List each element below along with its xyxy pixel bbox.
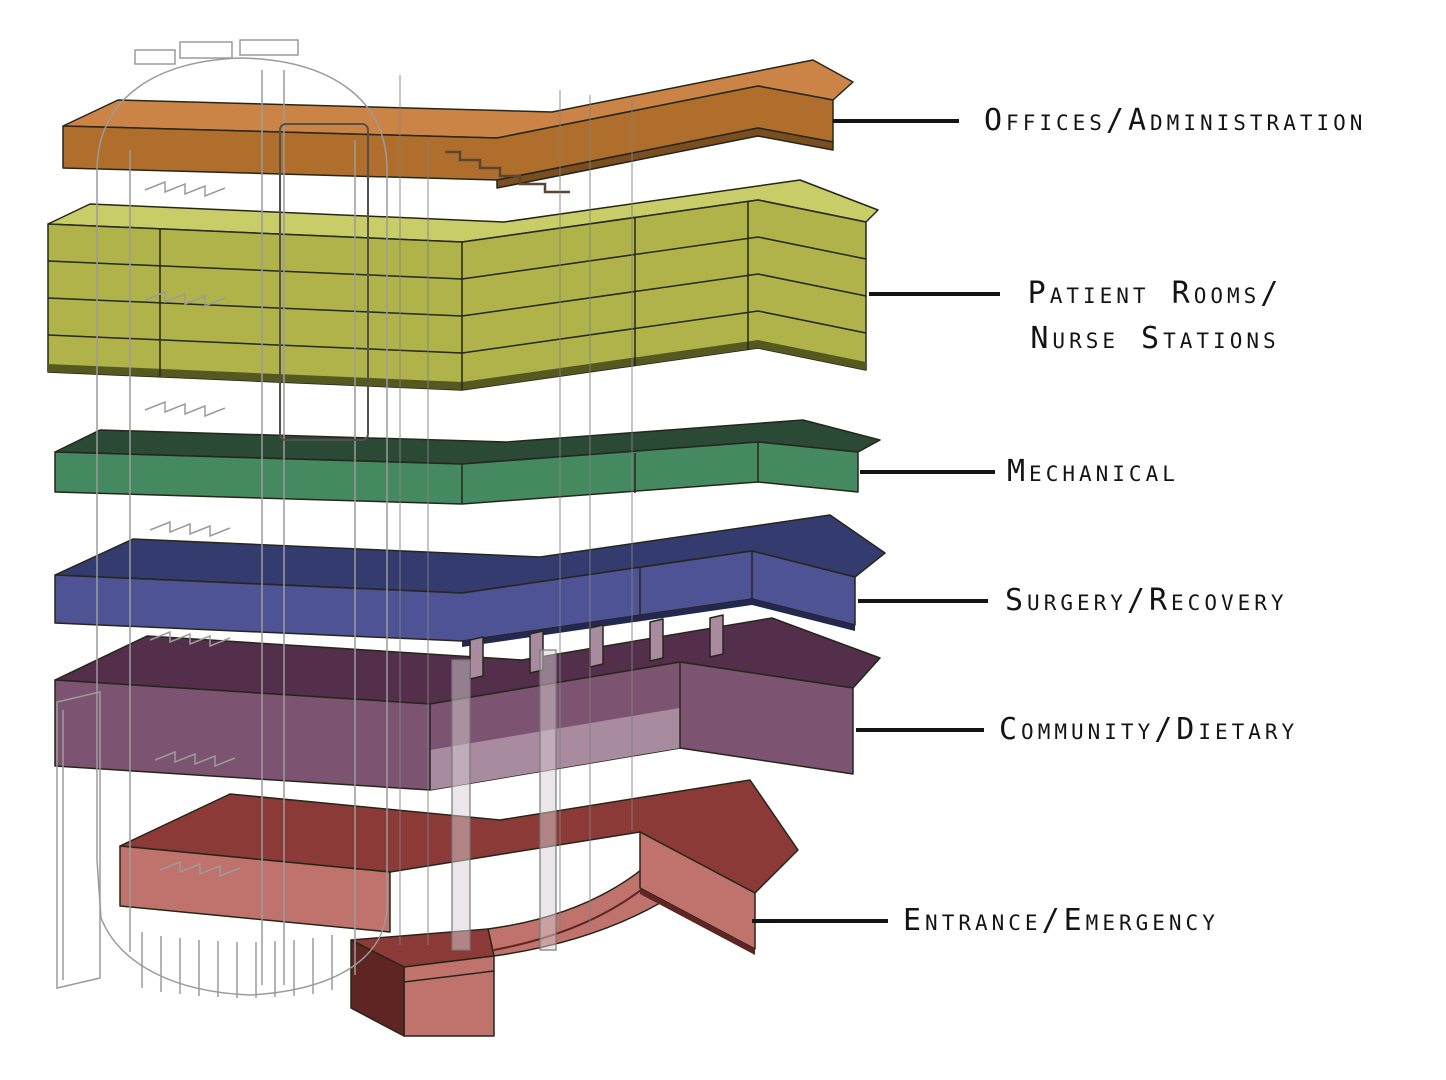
label-patient-rooms-nurse-stations: Patient Rooms/ Nurse Stations bbox=[1028, 271, 1283, 361]
offices-underside bbox=[496, 127, 834, 189]
tower-stair-flights bbox=[144, 180, 241, 878]
entrance-box-front bbox=[403, 955, 495, 1037]
label-mechanical: Mechanical bbox=[1007, 454, 1179, 489]
label-patient-line-1: Patient Rooms/ bbox=[1027, 276, 1283, 311]
label-surgery-recovery: Surgery/Recovery bbox=[1005, 583, 1288, 618]
entrance-box-side bbox=[350, 939, 405, 1037]
glass-shaft-wirelines bbox=[399, 75, 633, 945]
entrance-right-arm-underside bbox=[640, 888, 755, 955]
patient-floor-line-2 bbox=[47, 273, 867, 317]
leader-lines bbox=[752, 119, 1000, 923]
layer-mechanical bbox=[54, 419, 881, 505]
layer-patient-rooms-nurse-stations bbox=[47, 179, 879, 391]
label-patient-line-2: Nurse Stations bbox=[1030, 321, 1280, 356]
tower-body bbox=[96, 57, 388, 996]
column-slat-1 bbox=[451, 659, 471, 951]
layer-entrance-emergency bbox=[119, 779, 799, 1037]
patient-floor-line-3 bbox=[47, 310, 867, 354]
patient-floor-line-1 bbox=[47, 236, 867, 280]
community-column-4 bbox=[649, 618, 664, 662]
circulation-core-tower bbox=[96, 39, 388, 998]
community-column-1 bbox=[469, 636, 484, 680]
tower-parapet-3 bbox=[239, 39, 299, 56]
lower-columns bbox=[451, 649, 557, 951]
tower-base-mullions bbox=[141, 932, 333, 998]
left-wireframe-wall bbox=[56, 691, 101, 989]
label-offices-administration: Offices/Administration bbox=[984, 103, 1367, 138]
layer-offices-administration bbox=[62, 59, 854, 194]
label-community-dietary: Community/Dietary bbox=[999, 712, 1299, 747]
tower-parapet-2 bbox=[179, 41, 233, 59]
community-column-5 bbox=[709, 614, 724, 658]
column-slat-2 bbox=[539, 649, 557, 951]
entrance-front-left bbox=[119, 845, 391, 933]
label-entrance-emergency: Entrance/Emergency bbox=[903, 903, 1219, 938]
offices-stair-silhouette bbox=[445, 150, 570, 194]
entrance-box-rim bbox=[403, 970, 495, 983]
tower-window-frame bbox=[279, 123, 369, 441]
patient-bottom-shadow bbox=[48, 340, 866, 390]
tower-parapet-1 bbox=[134, 49, 176, 65]
community-column-3 bbox=[589, 624, 604, 668]
